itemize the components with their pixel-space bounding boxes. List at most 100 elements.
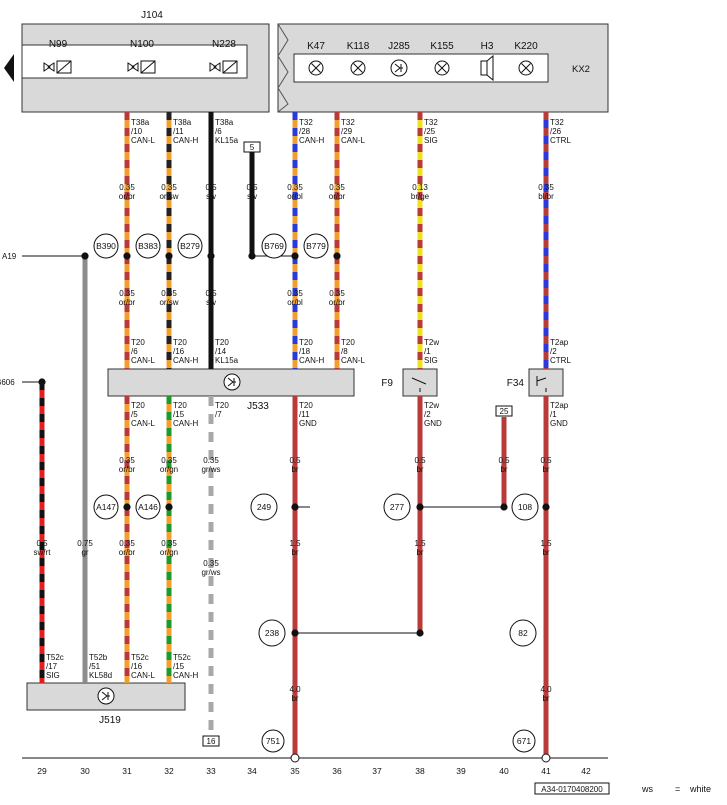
column-number: 33 [206, 766, 216, 776]
component-n228: N228 [212, 39, 236, 50]
component-k47: K47 [307, 41, 325, 52]
node-277-label: 277 [390, 502, 404, 512]
pin-label-36: /8 [341, 347, 348, 356]
junction-dot [291, 629, 299, 637]
pin-label-33: /6 [215, 127, 222, 136]
pin-label-33: /14 [215, 347, 227, 356]
pin-label-31: CAN-L [131, 419, 156, 428]
node-a147 [93, 494, 119, 520]
legend-name: white [689, 784, 711, 794]
wire-gauge: 0.35 [161, 289, 177, 298]
wire-gauge: 1.5 [414, 539, 426, 548]
node-b390 [93, 233, 119, 259]
pin-label-35: GND [299, 419, 317, 428]
wire-gauge: 0.5 [540, 456, 552, 465]
pin-label-36: T32 [341, 118, 355, 127]
module-j519-title: J519 [99, 715, 121, 726]
wire-color-code: bl/br [538, 192, 554, 201]
pin-label-35: CAN-H [299, 356, 325, 365]
node-b769 [261, 233, 287, 259]
warning-lamp-icon-x2 [311, 63, 321, 73]
column-number: 29 [37, 766, 47, 776]
pin-label-32: /15 [173, 410, 185, 419]
wire-gauge: 0.35 [161, 539, 177, 548]
j519-icon-glyph [101, 691, 110, 701]
node-a147-label: A147 [96, 502, 116, 512]
node-82 [509, 619, 537, 647]
terminal-label: 25 [500, 407, 509, 416]
component-k220: K220 [514, 41, 538, 52]
component-j285: J285 [388, 41, 410, 52]
j519-icon [97, 687, 115, 705]
ground-point [541, 753, 551, 763]
junction-dot [416, 629, 424, 637]
node-238-label: 238 [265, 628, 279, 638]
pin-label-41: /1 [550, 410, 557, 419]
figure-code-box [534, 782, 610, 795]
pin-label-38: T32 [424, 118, 438, 127]
pin-label-38: /25 [424, 127, 436, 136]
wire-color-code: sw [247, 192, 257, 201]
pin-label-33: KL15a [215, 356, 239, 365]
pin-label-32: /16 [173, 347, 185, 356]
junction-dot [291, 503, 299, 511]
pin-label-32: T52c [173, 653, 191, 662]
wire-gauge: 0.13 [412, 183, 428, 192]
pin-label-31: CAN-L [131, 671, 156, 680]
wire-color-code: or/bl [287, 192, 303, 201]
wire-color-code: sw [206, 192, 216, 201]
switch-f9-icon [411, 377, 427, 392]
node-108-label: 108 [518, 502, 532, 512]
buzzer-icon [480, 60, 488, 76]
terminal-label: 16 [207, 737, 216, 746]
terminal-box [202, 735, 220, 747]
switch-f34-title: F34 [507, 378, 525, 389]
pin-label-31: T52c [131, 653, 149, 662]
pin-label-35: CAN-H [299, 136, 325, 145]
junction-dot [123, 252, 131, 260]
wire-color-code: or/br [329, 192, 346, 201]
wire-gauge: 0.5 [205, 183, 217, 192]
wire-color-code: br [542, 465, 549, 474]
wire-gauge: 0.5 [205, 289, 217, 298]
junction-dot [291, 252, 299, 260]
wire-color-code: br/ge [411, 192, 430, 201]
node-751-label: 751 [266, 736, 280, 746]
node-277 [383, 493, 411, 521]
pin-label-38: GND [424, 419, 442, 428]
warning-lamp-icon-x2 [521, 63, 531, 73]
pin-label-30: KL58d [89, 671, 112, 680]
valve-n100-icon-diag [140, 60, 156, 74]
pin-label-41: T32 [550, 118, 564, 127]
pin-label-35: T20 [299, 401, 313, 410]
wire-color-code: br [291, 694, 298, 703]
junction-dot [81, 252, 89, 260]
legend-eq: = [675, 784, 680, 794]
pin-label-36: CAN-L [341, 356, 366, 365]
junction-dot [248, 252, 256, 260]
pin-label-32: T38a [173, 118, 192, 127]
terminal-box [495, 405, 513, 417]
terminal-label: 5 [250, 143, 255, 152]
wire-color-code: br [416, 548, 423, 557]
valve-n100-icon-valve [127, 62, 139, 72]
wire-color-code: or/gn [160, 465, 178, 474]
wire-gauge: 0.35 [287, 289, 303, 298]
column-number: 39 [456, 766, 466, 776]
pin-label-29: SIG [46, 671, 60, 680]
wire-gauge: 0.5 [36, 539, 48, 548]
junction-dot [207, 252, 215, 260]
switch-f34-icon [536, 376, 547, 392]
pin-label-36: T20 [341, 338, 355, 347]
pin-label-32: CAN-H [173, 419, 199, 428]
junction-dot [123, 503, 131, 511]
wire-gauge: 0.35 [538, 183, 554, 192]
node-a146 [135, 494, 161, 520]
pin-label-33: T20 [215, 338, 229, 347]
pin-label-29: /17 [46, 662, 58, 671]
column-number: 41 [541, 766, 551, 776]
valve-n99-icon-diag [56, 60, 72, 74]
wire-gauge: 0.75 [77, 539, 93, 548]
wire-gauge: 0.35 [329, 183, 345, 192]
